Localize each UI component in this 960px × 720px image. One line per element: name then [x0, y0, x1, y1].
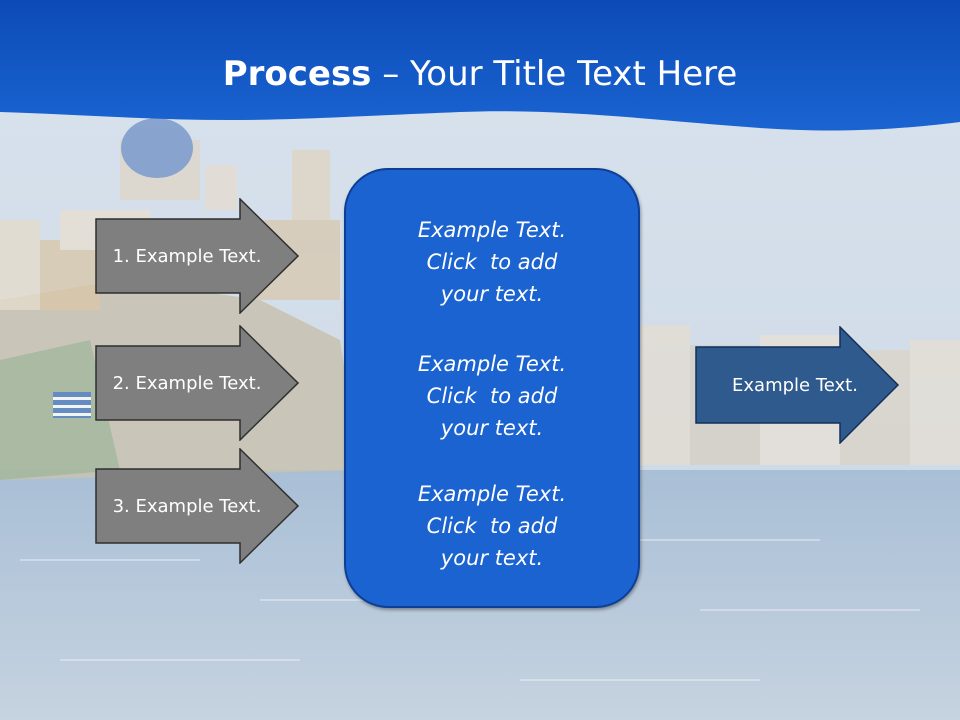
center-text-block-3[interactable]: Example Text. Click to add your text. — [346, 478, 638, 574]
right-arrow-shape — [95, 448, 299, 564]
right-arrow-shape — [95, 198, 299, 314]
center-text-line: Click to add — [426, 514, 558, 538]
step-arrow-label: 2. Example Text. — [112, 372, 262, 394]
output-arrow-label: Example Text. — [732, 374, 858, 396]
center-text-block-1[interactable]: Example Text. Click to add your text. — [346, 214, 638, 310]
step-arrow-2[interactable]: 2. Example Text. — [95, 325, 299, 441]
center-text-line: your text. — [440, 546, 544, 570]
center-text-line: your text. — [440, 416, 544, 440]
slide-title-rest: – Your Title Text Here — [371, 54, 738, 94]
center-text-box[interactable]: Example Text. Click to add your text. Ex… — [344, 168, 640, 608]
right-arrow-shape — [695, 326, 900, 444]
step-arrow-label: 3. Example Text. — [112, 495, 262, 517]
slide-title-bold: Process — [222, 54, 372, 94]
center-text-line: Example Text. — [417, 482, 567, 506]
step-arrow-3[interactable]: 3. Example Text. — [95, 448, 299, 564]
step-arrow-1[interactable]: 1. Example Text. — [95, 198, 299, 314]
center-text-line: Click to add — [426, 384, 558, 408]
center-text-line: Click to add — [426, 250, 558, 274]
center-text-line: Example Text. — [417, 218, 567, 242]
center-text-line: Example Text. — [417, 352, 567, 376]
center-text-block-2[interactable]: Example Text. Click to add your text. — [346, 348, 638, 444]
slide-title: Process – Your Title Text Here — [0, 52, 960, 96]
step-arrow-label: 1. Example Text. — [112, 245, 262, 267]
center-text-line: your text. — [440, 282, 544, 306]
right-arrow-shape — [95, 325, 299, 441]
output-arrow[interactable]: Example Text. — [695, 326, 900, 444]
